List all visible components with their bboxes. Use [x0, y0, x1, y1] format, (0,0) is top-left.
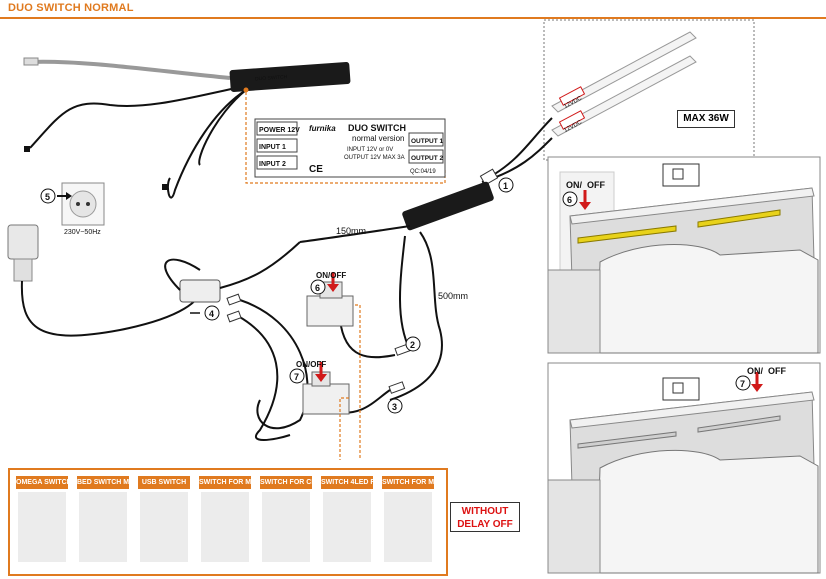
- power-supply: [7, 182, 202, 337]
- max-power-badge: MAX 36W: [677, 110, 735, 128]
- switch-4led-mirror-label: SWITCH 4LED FOR MIRROR: [321, 476, 373, 489]
- usb-switch-icon: [140, 492, 188, 562]
- bed-scene-bottom: [547, 362, 821, 574]
- main-controller: [299, 181, 494, 243]
- switch-bed: BED SWITCH M: [77, 476, 129, 566]
- label-input1: INPUT 1: [259, 144, 286, 151]
- on-label-bottom: ON/: [747, 366, 764, 376]
- label-version: normal version: [352, 134, 404, 143]
- chipboard-switch-icon: [262, 492, 310, 562]
- label-qc: QC:04/19: [410, 169, 436, 175]
- voltage-label: 230V~50Hz: [64, 229, 101, 236]
- top-controller: DUO SWITCH: [23, 57, 351, 199]
- label-power: POWER 12V: [259, 127, 300, 134]
- label-brand: furnika: [309, 124, 336, 133]
- device-label: [254, 118, 446, 178]
- switch-panel: OMEGA SWITCH BED SWITCH M USB SWITCH SWI…: [8, 468, 448, 576]
- off-label-bottom: OFF: [768, 366, 786, 376]
- marker-6-bed: 6: [567, 195, 572, 205]
- title-rule: [0, 17, 826, 19]
- label-ce: CE: [309, 164, 323, 175]
- marker-6: 6: [315, 283, 320, 293]
- 4led-mirror-switch-icon: [323, 492, 371, 562]
- on-label-top: ON/: [566, 180, 583, 190]
- marker-7: 7: [294, 372, 299, 382]
- marker-5: 5: [45, 192, 50, 202]
- label-spec1: INPUT 12V or 0V: [347, 147, 393, 153]
- mirror-switch-icon: [384, 492, 432, 562]
- label-input2: INPUT 2: [259, 161, 286, 168]
- switch-usb: USB SWITCH: [138, 476, 190, 566]
- switch-unit-6: [306, 272, 354, 327]
- switch-bed-label: BED SWITCH M: [77, 476, 129, 489]
- cable-150-label: 150mm: [336, 226, 366, 236]
- diagram-title: DUO SWITCH NORMAL: [8, 2, 134, 14]
- label-output1: OUTPUT 1: [411, 138, 444, 145]
- marker-7-bed: 7: [740, 379, 745, 389]
- switch-chipboard-label: SWITCH FOR CHIPBOARD: [260, 476, 312, 489]
- label-output2: OUTPUT 2: [411, 155, 444, 162]
- cable-500-label: 500mm: [438, 291, 468, 301]
- marker-3: 3: [392, 402, 397, 412]
- label-name: DUO SWITCH: [348, 123, 406, 133]
- led-strip-area: [543, 19, 755, 161]
- switch-omega-label: OMEGA SWITCH: [16, 476, 68, 489]
- svg-text:DUO SWITCH: DUO SWITCH: [255, 74, 288, 82]
- onoff-label-6: ON/OFF: [316, 271, 346, 280]
- switch-chipboard: SWITCH FOR CHIPBOARD: [260, 476, 312, 566]
- switch-omega: OMEGA SWITCH: [16, 476, 68, 566]
- off-label-top: OFF: [587, 180, 605, 190]
- movement-switch-icon: [201, 492, 249, 562]
- switch-mirror: SWITCH FOR MIRROR: [382, 476, 434, 566]
- number-markers: [40, 177, 751, 414]
- switch-4led-mirror: SWITCH 4LED FOR MIRROR: [321, 476, 373, 566]
- switch-movement-label: SWITCH FOR MOVEMENT: [199, 476, 251, 489]
- omega-switch-icon: [18, 492, 66, 562]
- marker-2: 2: [410, 340, 415, 350]
- without-delay-note: WITHOUT DELAY OFF: [450, 502, 520, 532]
- switch-usb-label: USB SWITCH: [138, 476, 190, 489]
- label-spec2: OUTPUT 12V MAX 3A: [344, 155, 405, 161]
- bed-scene-top: [547, 156, 821, 354]
- marker-4: 4: [209, 309, 214, 319]
- bed-switch-icon: [79, 492, 127, 562]
- switch-movement: SWITCH FOR MOVEMENT: [199, 476, 251, 566]
- onoff-label-7: ON/OFF: [296, 360, 326, 369]
- marker-1: 1: [503, 181, 508, 191]
- switch-mirror-label: SWITCH FOR MIRROR: [382, 476, 434, 489]
- switch-unit-7: [302, 362, 350, 415]
